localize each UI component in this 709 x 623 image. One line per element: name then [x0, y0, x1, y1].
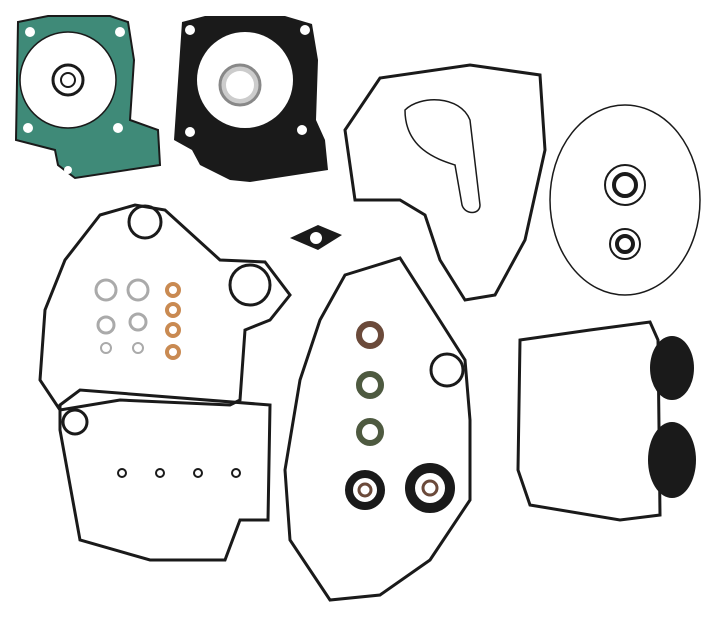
cylinder-head-gasket: [174, 16, 328, 182]
washers-set: [94, 278, 241, 478]
cylinder-base-gasket: [14, 15, 162, 180]
crankcase-gasket-left: [38, 203, 292, 562]
clutch-cover-gasket: [343, 63, 547, 302]
valve-cover-gasket: [516, 320, 696, 522]
crankcase-gasket-right: [283, 256, 472, 602]
oil-seals: [345, 321, 455, 513]
small-flange-gasket: [290, 225, 342, 250]
oval-gasket-with-seals: [549, 104, 701, 296]
